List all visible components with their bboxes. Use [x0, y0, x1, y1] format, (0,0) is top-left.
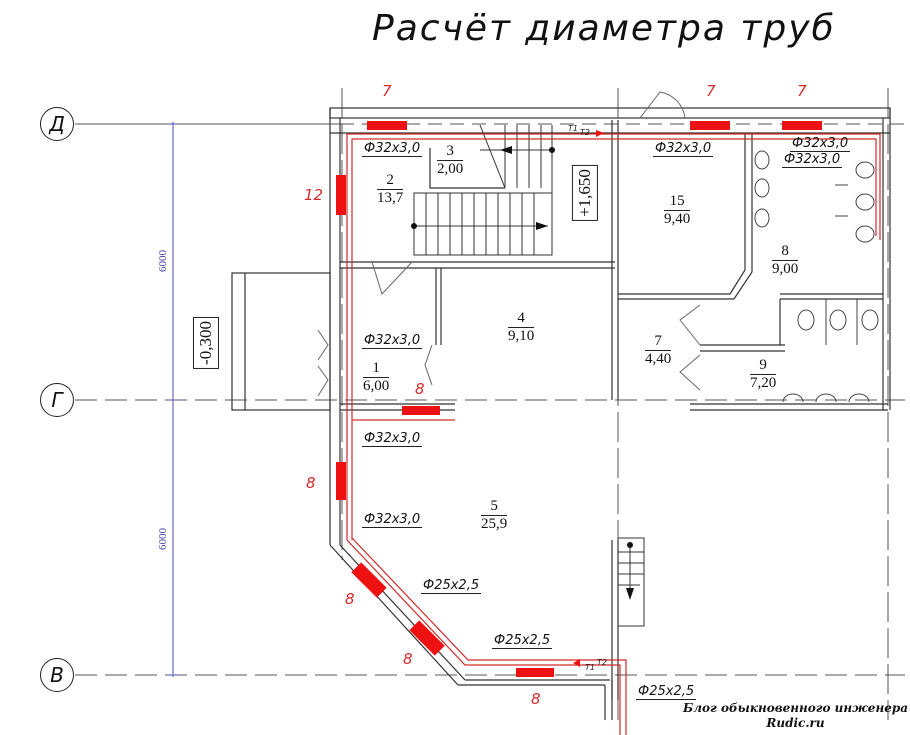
dimension-upper: 6000 — [157, 250, 169, 272]
walls — [231, 107, 891, 720]
return-marker: T2 — [597, 658, 607, 667]
supply-marker: T1 — [585, 663, 595, 672]
flow-arrows — [573, 130, 604, 667]
doors — [317, 91, 701, 397]
radiator-sections: 7 — [382, 82, 392, 100]
axis-marker-v: В — [40, 658, 74, 692]
pipe-label: Ф32x3,0 — [362, 512, 423, 528]
heating-pipes — [346, 133, 881, 735]
pipe-label: Ф32x3,0 — [362, 431, 423, 447]
pipe-label: Ф32x3,0 — [362, 333, 423, 349]
return-marker: T2 — [580, 128, 590, 137]
pipe-label: Ф25x2,5 — [636, 684, 697, 700]
radiator-sections: 8 — [531, 690, 541, 708]
dimension-lower: 6000 — [157, 528, 169, 550]
supply-marker: T1 — [568, 124, 578, 133]
staircase — [413, 124, 645, 627]
stair-arrows — [411, 146, 634, 600]
radiator-sections: 8 — [345, 590, 355, 608]
radiator-sections: 8 — [306, 474, 316, 492]
radiators — [336, 121, 822, 677]
radiator-sections: 12 — [304, 186, 324, 204]
pipe-label: Ф32x3,0 — [790, 136, 851, 152]
radiator-sections: 7 — [706, 82, 716, 100]
level-mark-porch: -0,300 — [192, 317, 219, 369]
pipe-label: Ф25x2,5 — [492, 633, 553, 649]
pipe-label: Ф25x2,5 — [421, 578, 482, 594]
radiator-sections: 8 — [403, 650, 413, 668]
pipe-label: Ф32x3,0 — [362, 141, 423, 157]
level-mark-upper: +1,650 — [571, 165, 598, 221]
drawing-title: Расчёт диаметра труб — [372, 8, 836, 49]
axis-marker-g: Г — [40, 383, 74, 417]
dimension-line — [168, 122, 178, 677]
axis-marker-d: Д — [40, 107, 74, 141]
sanitary-fixtures — [754, 150, 879, 403]
radiator-sections: 7 — [797, 82, 807, 100]
pipe-label: Ф32x3,0 — [653, 141, 714, 157]
radiator-sections: 8 — [415, 380, 425, 398]
pipe-label: Ф32x3,0 — [782, 152, 843, 168]
